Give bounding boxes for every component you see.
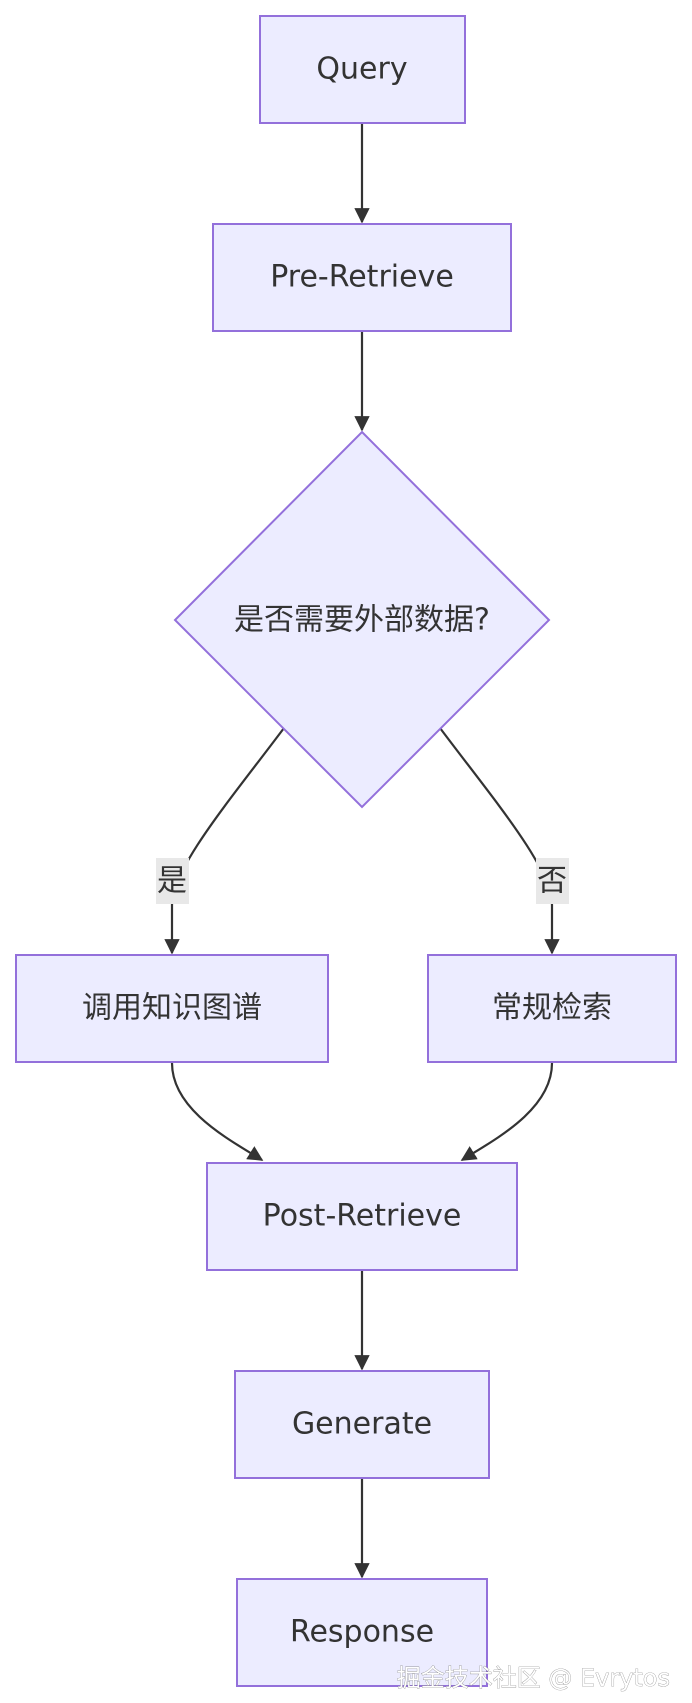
node-response: Response [236, 1578, 488, 1687]
edge-knowledge-graph-to-post-retrieve [170, 1062, 264, 1161]
edge-label-no-text: 否 [537, 864, 567, 899]
edge-label-no: 否 [536, 858, 569, 904]
node-pre-retrieve: Pre-Retrieve [212, 223, 512, 332]
node-query: Query [259, 15, 466, 124]
edge-regular-search-to-post-retrieve [460, 1062, 554, 1161]
node-query-label: Query [316, 52, 407, 87]
edge-decision-to-regular-search [439, 727, 560, 955]
node-regular-search-label: 常规检索 [492, 991, 612, 1026]
edge-label-yes: 是 [156, 858, 189, 904]
node-post-retrieve: Post-Retrieve [206, 1162, 518, 1271]
edge-decision-to-knowledge-graph [164, 727, 285, 955]
node-knowledge-graph-label: 调用知识图谱 [82, 991, 262, 1026]
node-generate: Generate [234, 1370, 490, 1479]
edge-label-yes-text: 是 [157, 864, 187, 899]
node-post-retrieve-label: Post-Retrieve [263, 1199, 462, 1234]
watermark-text: 掘金技术社区 @ Evrytos [397, 1664, 670, 1692]
node-response-label: Response [290, 1615, 434, 1650]
node-pre-retrieve-label: Pre-Retrieve [270, 260, 454, 295]
node-decision-label: 是否需要外部数据? [234, 603, 490, 638]
node-decision: 是否需要外部数据? [173, 430, 551, 809]
node-knowledge-graph: 调用知识图谱 [15, 954, 329, 1063]
node-regular-search: 常规检索 [427, 954, 677, 1063]
node-generate-label: Generate [292, 1407, 432, 1442]
